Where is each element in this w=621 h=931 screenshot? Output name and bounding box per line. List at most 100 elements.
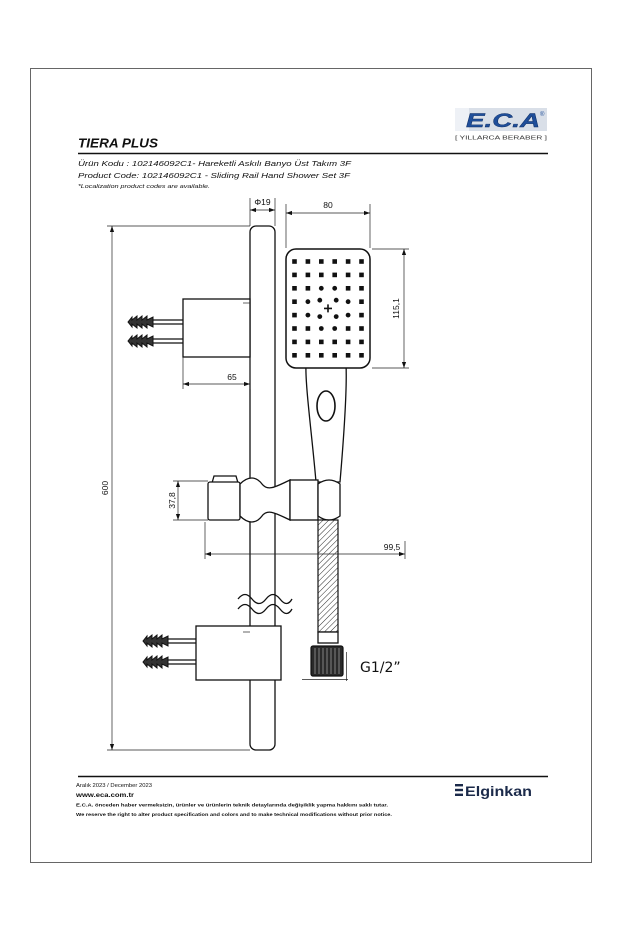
spray-nozzle-square [345,326,351,331]
logo-bar [455,793,463,796]
spray-nozzle-round [333,314,339,319]
logo-bar [455,784,463,787]
spray-nozzle-square [359,312,364,318]
spray-nozzle-square [345,353,351,358]
spray-nozzle-square [292,272,297,278]
spray-nozzle-square [359,259,364,264]
dimension-rail-length: 600 [100,225,250,751]
spray-nozzle-round [317,297,323,303]
dimension-label: 600 [100,481,110,495]
dimension-head-width: 80 [285,200,371,248]
bottom-wall-bracket [195,625,282,681]
rail-break-line-upper [237,593,293,605]
footer-disclaimer-tr: E.C.A. önceden haber vermeksizin, ürünle… [76,803,388,808]
spray-nozzle-round [333,297,339,303]
rail-break-line-lower [237,603,293,615]
handset-holder-clamp [317,479,341,521]
anchor-plug [127,314,154,330]
dimension-rail-diameter: Φ19 [249,197,276,226]
technical-drawing: G1/2” Φ19 80 [100,197,409,751]
page-title: TIERA PLUS [78,137,159,151]
spray-nozzle-square [359,272,364,278]
footer-date: Aralık 2023 / December 2023 [76,783,152,789]
spray-nozzle-square [292,259,297,264]
center-cross-icon [324,304,332,313]
anchor-plug [142,633,169,649]
spray-nozzle-square [292,339,297,345]
nut-knurling [314,648,340,674]
spray-nozzle-round [305,312,311,318]
anchor-plug [142,654,169,670]
elginkan-logo: Elginkan [455,784,532,799]
dimension-slider-depth: 99,5 [204,522,406,559]
spray-nozzle-square [305,286,311,291]
spray-nozzle-square [345,339,351,345]
shower-hose [317,519,339,633]
hose-connection-nut [310,645,344,677]
spray-nozzle-square [359,353,364,358]
spray-nozzle-round [345,312,351,318]
spray-nozzle-square [359,326,364,331]
slider-body [289,479,319,521]
dimension-label: 115,1 [391,298,401,319]
spray-nozzle-round [332,285,338,291]
eca-logo: E.C.A ® [ YILLARCA BERABER ] [455,108,548,142]
dimension-label: Φ19 [254,197,271,207]
dimension-label: 99,5 [384,542,401,552]
spray-nozzle-square [319,339,324,345]
wall-anchor-top-2 [127,333,183,349]
spray-nozzle-square [332,353,337,358]
dimension-head-height: 115,1 [372,248,409,369]
spray-nozzle-square [359,299,364,304]
spray-nozzle-square [292,286,297,291]
hose-thread-label: G1/2” [360,660,401,676]
elginkan-logo-icon [455,784,463,796]
product-code-en: Product Code: 102146092C1 - Sliding Rail… [78,171,350,180]
spray-nozzle-round [317,314,323,319]
spray-nozzle-square [332,259,337,264]
top-wall-bracket [182,298,251,358]
eca-logo-registered: ® [540,111,545,118]
spray-nozzle-square [292,299,297,304]
spray-nozzle-square [345,259,351,264]
spray-nozzle-square [292,326,297,331]
spray-nozzle-round [332,326,338,331]
spray-selector-button [316,390,336,422]
spray-nozzle-square [292,353,297,358]
dimension-slider-height: 37,8 [167,480,208,521]
spray-nozzle-grid [292,259,364,358]
wall-anchor-top-1 [127,314,183,330]
spray-nozzle-round [318,285,324,291]
wall-anchor-bottom-1 [142,633,196,649]
spray-nozzle-square [305,326,311,331]
spray-nozzle-square [305,339,311,345]
logo-bar [455,788,463,792]
anchor-plug [127,333,154,349]
spray-nozzle-square [319,353,324,358]
spray-nozzle-round [318,326,324,331]
eca-logo-accent [455,108,469,131]
spray-nozzle-round [345,299,351,305]
spray-nozzle-round [305,299,311,305]
localization-note: *Localization product codes are availabl… [78,184,210,190]
eca-tagline: [ YILLARCA BERABER ] [455,136,548,142]
elginkan-wordmark: Elginkan [465,784,532,799]
dimension-label: 37,8 [167,492,177,509]
spray-nozzle-square [359,286,364,291]
product-code-tr: Ürün Kodu : 102146092C1- Hareketli Askıl… [78,159,351,168]
dimension-bracket-depth: 65 [182,357,251,389]
spray-nozzle-square [305,259,311,264]
spray-nozzle-square [345,272,351,278]
spray-nozzle-square [305,272,311,278]
footer-disclaimer-en: We reserve the right to alter product sp… [76,812,392,817]
page-frame [30,68,592,863]
wall-anchor-bottom-2 [142,654,196,670]
spray-nozzle-square [292,312,297,318]
eca-logo-box [455,108,547,131]
hand-shower-handle [305,363,347,483]
eca-logo-mark: E.C.A [466,111,540,132]
hose-collar [317,631,339,644]
dimension-label: 65 [227,372,237,382]
spray-nozzle-square [319,272,324,278]
